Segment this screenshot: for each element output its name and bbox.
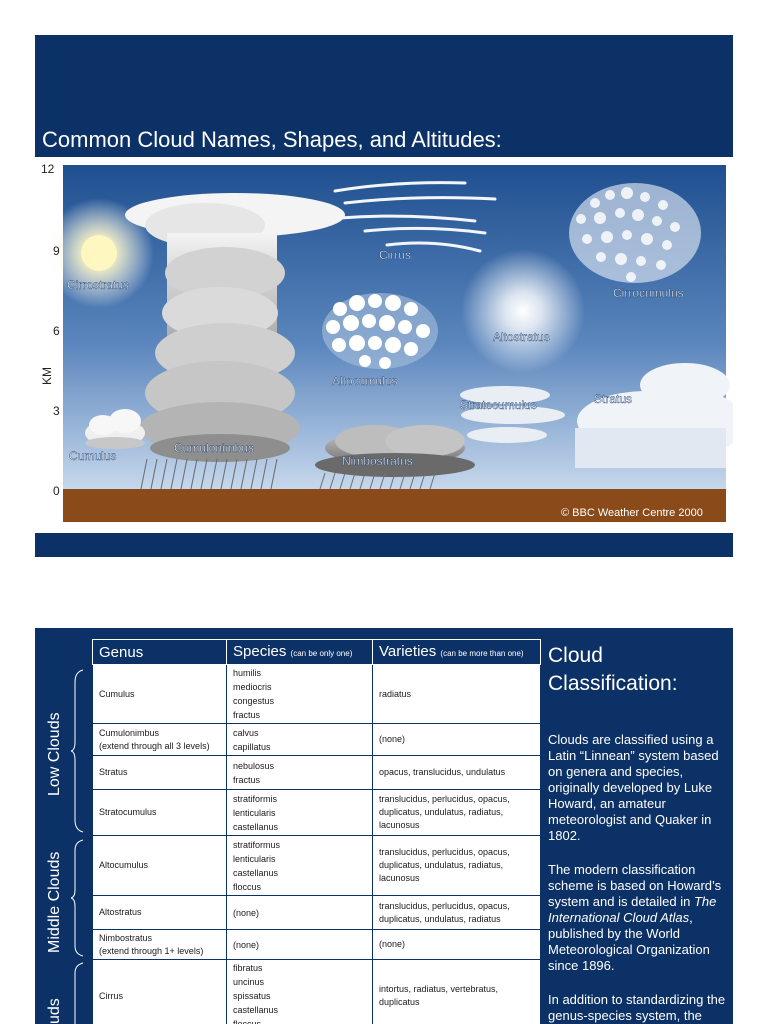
genus-cell: Nimbostratus(extend through 1+ levels) [93, 930, 227, 960]
axis-tick-3: 3 [53, 404, 60, 418]
label-nimbostratus: Nimbostratus [342, 454, 413, 468]
slide-title: Common Cloud Names, Shapes, and Altitude… [42, 127, 502, 153]
axis-tick-6: 6 [53, 324, 60, 338]
axis-unit-label: KM [40, 367, 54, 385]
brace-low-clouds [71, 668, 85, 834]
brace-high-clouds [71, 961, 85, 1024]
header-species: Species (can be only one) [227, 640, 373, 665]
label-stratocumulus: Stratocumulus [460, 398, 537, 412]
slide-cloud-altitudes: Common Cloud Names, Shapes, and Altitude… [35, 35, 733, 557]
side-label-high-clouds: uds [46, 998, 64, 1024]
species-cell: (none) [227, 896, 373, 930]
genus-cell: Altostratus [93, 896, 227, 930]
slide-cloud-classification: Low Clouds Middle Clouds uds Genus Speci… [35, 628, 733, 1024]
header-genus: Genus [93, 640, 227, 665]
axis-tick-12: 12 [41, 163, 55, 176]
species-cell: (none) [227, 930, 373, 960]
varieties-cell: (none) [373, 930, 541, 960]
genus-cell: Stratus [93, 756, 227, 790]
label-cumulus: Cumulus [69, 449, 116, 463]
cirrocumulus-cloud [569, 183, 701, 283]
section-heading: Cloud Classification: [548, 642, 733, 698]
image-credit: © BBC Weather Centre 2000 [561, 507, 703, 519]
varieties-cell: intortus, radiatus, vertebratus, duplica… [373, 960, 541, 1024]
label-cirrostratus: Cirrostratus [67, 278, 129, 292]
label-cirrus: Cirrus [379, 248, 411, 262]
genus-cell: Altocumulus [93, 836, 227, 896]
table-row: Cumulonimbus(extend through all 3 levels… [93, 724, 541, 756]
table-header-row: Genus Species (can be only one) Varietie… [93, 640, 541, 665]
label-altocumulus: Altocumulus [332, 374, 397, 388]
genus-cell: Cirrus [93, 960, 227, 1024]
sun-glow-altostratus [461, 249, 585, 373]
varieties-cell: (none) [373, 724, 541, 756]
header-varieties: Varieties (can be more than one) [373, 640, 541, 665]
slide-footer-band [35, 533, 733, 557]
paragraph-2: The modern classification scheme is base… [548, 862, 733, 974]
paragraph-3: In addition to standardizing the genus-s… [548, 992, 733, 1024]
altocumulus-cloud [322, 293, 438, 369]
axis-tick-9: 9 [53, 244, 60, 258]
brace-middle-clouds [71, 838, 85, 958]
side-label-middle-clouds: Middle Clouds [46, 852, 64, 953]
sun-icon [81, 235, 117, 271]
altitude-axis: 12 9 6 3 0 KM [40, 163, 60, 498]
cloud-classification-table: Genus Species (can be only one) Varietie… [92, 639, 541, 1024]
table-row: Altostratus (none) translucidus, perluci… [93, 896, 541, 930]
varieties-cell: translucidus, perlucidus, opacus, duplic… [373, 896, 541, 930]
label-cumulonimbus: Cumulonimbus [174, 441, 254, 455]
varieties-cell: radiatus [373, 665, 541, 724]
genus-cell: Cumulonimbus(extend through all 3 levels… [93, 724, 227, 756]
label-altostratus: Altostratus [493, 330, 550, 344]
genus-cell: Cumulus [93, 665, 227, 724]
varieties-cell: opacus, translucidus, undulatus [373, 756, 541, 790]
genus-cell: Stratocumulus [93, 790, 227, 836]
paragraph-1: Clouds are classified using a Latin “Lin… [548, 732, 733, 844]
table-row: Nimbostratus(extend through 1+ levels) (… [93, 930, 541, 960]
classification-description: Cloud Classification: Clouds are classif… [548, 642, 733, 1024]
side-label-low-clouds: Low Clouds [46, 712, 64, 796]
varieties-cell: translucidus, perlucidus, opacus, duplic… [373, 836, 541, 896]
label-stratus: Stratus [594, 392, 632, 406]
label-cirrocumulus: Cirrocumulus [613, 286, 684, 300]
axis-tick-0: 0 [53, 484, 60, 498]
cloud-altitude-diagram: 12 9 6 3 0 KM Cirrus Cirrocumulus Cirros… [35, 163, 733, 525]
varieties-cell: translucidus, perlucidus, opacus, duplic… [373, 790, 541, 836]
